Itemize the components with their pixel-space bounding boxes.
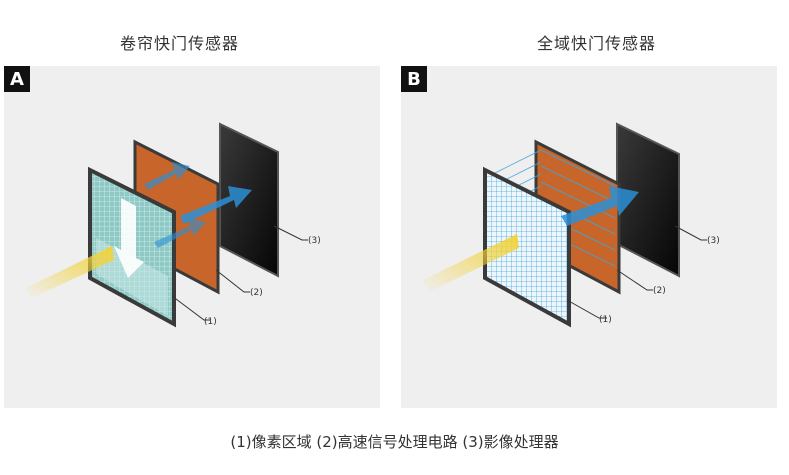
- callout-circuit: (2): [653, 286, 666, 296]
- title-global-shutter: 全域快门传感器: [537, 34, 657, 53]
- legend-caption: (1)像素区域 (2)高速信号处理电路 (3)影像处理器: [230, 433, 559, 451]
- panel-global-shutter: (1) (2) (3) B: [401, 66, 777, 408]
- global-shutter-diagram: (1) (2) (3): [423, 122, 720, 328]
- signal-arrow: [180, 186, 252, 224]
- panel-letter-a: A: [4, 66, 30, 92]
- light-beam: [423, 234, 519, 292]
- callout-pixel-area: (1): [204, 317, 217, 327]
- panel-letter-b: B: [401, 66, 427, 92]
- callout-processor: (3): [707, 236, 720, 246]
- callout-pixel-area: (1): [599, 315, 612, 325]
- panel-rolling-shutter: (1) (2) (3) A: [4, 66, 380, 408]
- callout-circuit: (2): [250, 288, 263, 298]
- signal-arrow: [561, 186, 639, 226]
- callout-processor: (3): [308, 236, 321, 246]
- rolling-scan-arrow: [114, 198, 144, 278]
- light-beam: [26, 246, 114, 298]
- title-rolling-shutter: 卷帘快门传感器: [120, 34, 240, 53]
- rolling-shutter-diagram: (1) (2) (3): [26, 122, 321, 328]
- pixel-area-plate: [483, 166, 571, 328]
